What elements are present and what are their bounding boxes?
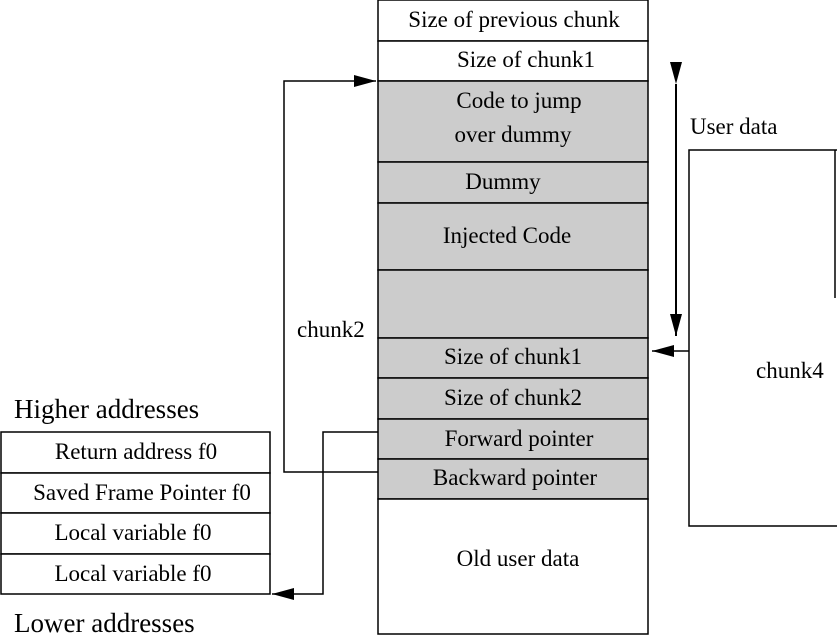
chunk2-label: chunk2	[297, 317, 365, 342]
stack-cell-label: Return address f0	[55, 439, 217, 464]
heap-chunk-column: Size of previous chunk Size of chunk1 Co…	[377, 0, 649, 635]
heap-cell-dummy: Dummy	[377, 161, 649, 204]
user-data-range-arrow: User data	[670, 62, 778, 336]
stack-cell-return-address: Return address f0	[0, 431, 271, 474]
stack-frame: Higher addresses Return address f0 Saved…	[0, 394, 271, 635]
heap-cell-injected-code: Injected Code	[377, 202, 649, 271]
stack-cell-saved-frame-pointer: Saved Frame Pointer f0	[0, 472, 271, 514]
heap-cell-backward-pointer: Backward pointer	[377, 458, 649, 500]
heap-cell-prev-size: Size of previous chunk	[377, 0, 649, 42]
heap-cell-label: Injected Code	[443, 223, 571, 248]
stack-cell-label: Local variable f0	[54, 520, 211, 545]
heap-cell-label: Size of chunk2	[444, 385, 582, 410]
heap-cell-jump-code: Code to jump over dummy	[377, 80, 649, 163]
stack-cell-local-variable: Local variable f0	[0, 512, 271, 555]
lower-addresses-label: Lower addresses	[14, 608, 195, 635]
heap-cell-label: Size of chunk1	[444, 344, 582, 369]
heap-cell-chunk1-size: Size of chunk1	[377, 40, 649, 82]
stack-cell-label: Saved Frame Pointer f0	[33, 480, 251, 505]
stack-cell-local-variable: Local variable f0	[0, 553, 271, 595]
heap-cell-forward-pointer: Forward pointer	[377, 418, 649, 460]
heap-cell-old-user-data: Old user data	[377, 498, 649, 635]
chunk4-label: chunk4	[756, 358, 824, 383]
heap-cell-chunk1-size-2: Size of chunk1	[377, 337, 649, 379]
heap-cell-label: Size of previous chunk	[408, 7, 620, 32]
stack-cell-label: Local variable f0	[54, 561, 211, 586]
heap-cell-label-line2: over dummy	[455, 122, 572, 147]
forward-pointer-arrow	[272, 431, 378, 600]
heap-cell-label: Size of chunk1	[457, 47, 595, 72]
chunk4-box: chunk4	[688, 149, 837, 527]
heap-cell-label: Forward pointer	[445, 426, 594, 451]
heap-cell-label-line1: Code to jump	[456, 88, 581, 113]
heap-cell-label: Old user data	[457, 546, 580, 571]
heap-cell-blank	[377, 269, 649, 339]
higher-addresses-label: Higher addresses	[14, 394, 199, 424]
heap-cell-chunk2-size: Size of chunk2	[377, 377, 649, 420]
heap-cell-label: Backward pointer	[433, 465, 597, 490]
user-data-label: User data	[690, 114, 778, 139]
backward-pointer-arrow	[283, 75, 378, 473]
heap-cell-label: Dummy	[465, 169, 541, 194]
